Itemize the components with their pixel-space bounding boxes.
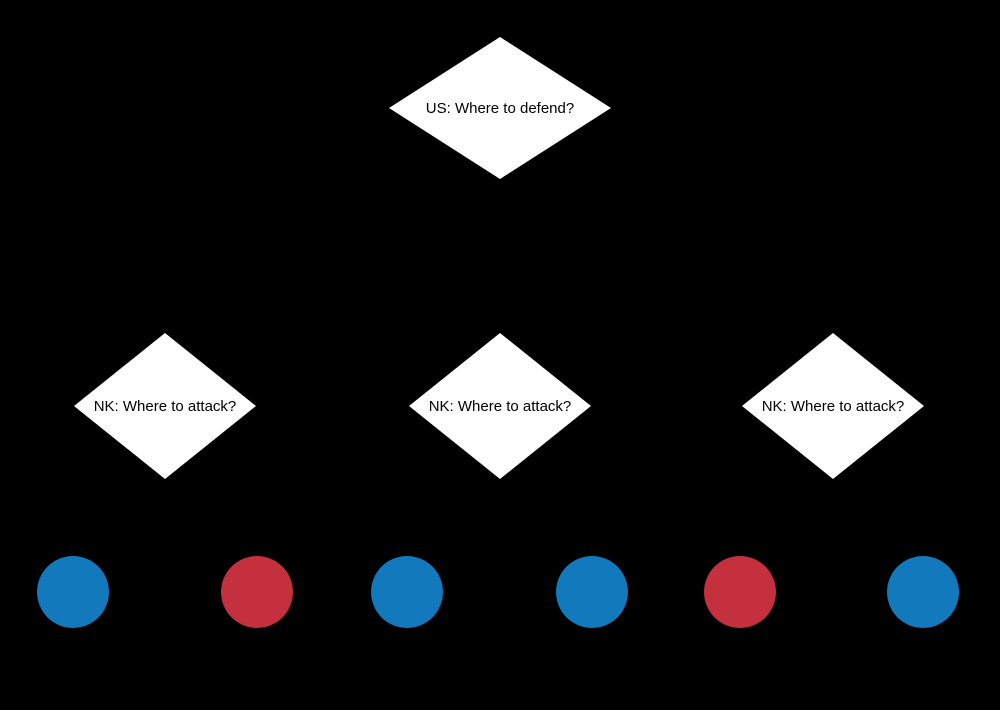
- decision-node-nk-center: NK: Where to attack?: [409, 333, 591, 479]
- outcome-node-2: [221, 556, 293, 628]
- decision-node-nk-right-label: NK: Where to attack?: [761, 397, 905, 415]
- decision-node-us-root: US: Where to defend?: [389, 37, 611, 179]
- outcome-node-4: [556, 556, 628, 628]
- outcome-node-3: [371, 556, 443, 628]
- decision-node-us-label: US: Where to defend?: [425, 99, 575, 117]
- outcome-node-1: [37, 556, 109, 628]
- decision-node-nk-right: NK: Where to attack?: [742, 333, 924, 479]
- outcome-node-6: [887, 556, 959, 628]
- decision-node-nk-center-label: NK: Where to attack?: [428, 397, 572, 415]
- decision-node-nk-left-label: NK: Where to attack?: [93, 397, 237, 415]
- outcome-node-5: [704, 556, 776, 628]
- decision-node-nk-left: NK: Where to attack?: [74, 333, 256, 479]
